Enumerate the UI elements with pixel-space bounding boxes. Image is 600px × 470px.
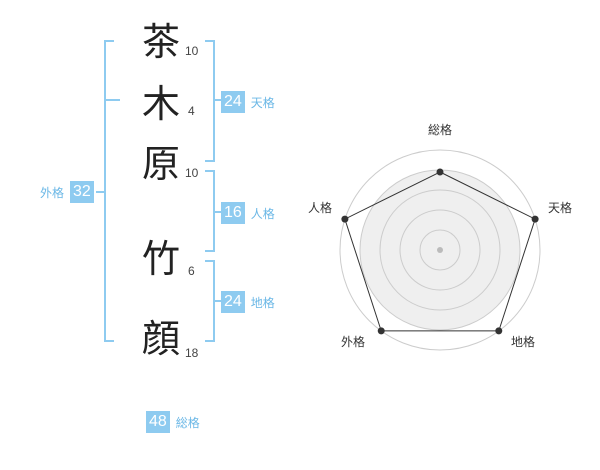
radar-axis-label-gaikaku: 外格: [341, 334, 365, 349]
chikaku-bracket: [205, 260, 215, 342]
gaikaku-score: 外格 32: [40, 181, 94, 203]
stroke-count-2: 4: [188, 104, 195, 118]
jinkaku-label: 人格: [250, 206, 275, 221]
stroke-count-5: 18: [185, 346, 199, 360]
tenkaku-tick: [215, 99, 221, 101]
jinkaku-score: 16 人格: [221, 202, 275, 224]
soukaku-score: 48 総格: [146, 411, 200, 433]
kanji-1: 茶: [142, 20, 181, 64]
chikaku-value: 24: [221, 291, 245, 313]
tenkaku-label: 天格: [250, 95, 275, 110]
radar-points: [341, 168, 539, 335]
radar-point-4: [341, 215, 349, 223]
radar-axis-label-soukaku: 総格: [428, 122, 452, 137]
radar-center: [437, 247, 443, 253]
radar-point-3: [377, 327, 385, 335]
radar-axis-label-tenkaku: 天格: [548, 200, 572, 215]
gaikaku-bracket-tick-2: [96, 191, 104, 193]
kanji-2: 木: [142, 82, 181, 126]
tenkaku-score: 24 天格: [221, 91, 275, 113]
gaikaku-value: 32: [70, 181, 94, 203]
gaikaku-bracket: [104, 40, 114, 342]
radar-axis-label-jinkaku: 人格: [308, 200, 332, 215]
radar-polygon: [344, 171, 536, 332]
kanji-4: 竹: [142, 237, 181, 281]
kanji-3: 原: [142, 142, 181, 186]
gaikaku-bracket-tick: [104, 99, 120, 101]
radar-point-2: [495, 327, 503, 335]
radar-axis-label-chikaku: 地格: [511, 334, 535, 349]
tenkaku-value: 24: [221, 91, 245, 113]
soukaku-value: 48: [146, 411, 170, 433]
jinkaku-tick: [215, 211, 221, 213]
radar-point-1: [531, 215, 539, 223]
kanji-5: 顔: [142, 317, 181, 361]
stroke-count-1: 10: [185, 44, 199, 58]
jinkaku-bracket: [205, 170, 215, 252]
radar-point-0: [436, 168, 444, 176]
chikaku-score: 24 地格: [221, 291, 275, 313]
jinkaku-value: 16: [221, 202, 245, 224]
chikaku-tick: [215, 300, 221, 302]
tenkaku-bracket: [205, 40, 215, 162]
gaikaku-label: 外格: [40, 185, 65, 200]
radar-grid: [339, 149, 541, 351]
chikaku-label: 地格: [250, 295, 275, 310]
stroke-count-3: 10: [185, 166, 199, 180]
soukaku-label: 総格: [175, 415, 200, 430]
stroke-count-4: 6: [188, 264, 195, 278]
